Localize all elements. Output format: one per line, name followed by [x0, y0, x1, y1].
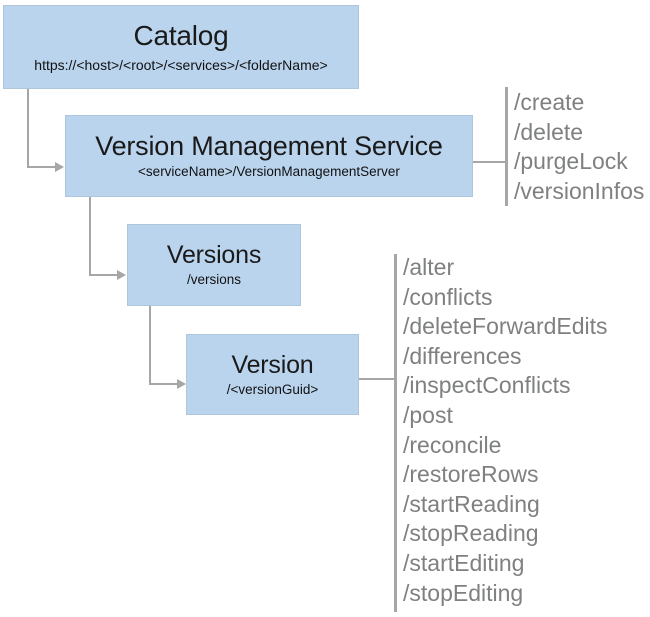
node-catalog-title: Catalog [133, 20, 229, 52]
connector-catalog-to-vms-vertical [27, 89, 29, 167]
connector-versions-to-version-horizontal [149, 383, 179, 385]
arrowhead-vms-to-versions [117, 270, 126, 280]
operation-post[interactable]: /post [403, 401, 453, 428]
operation-stop-reading[interactable]: /stopReading [403, 520, 539, 547]
arrowhead-versions-to-version [177, 379, 186, 389]
operation-restore-rows[interactable]: /restoreRows [403, 461, 539, 488]
bracket-version-operations [394, 254, 397, 612]
operation-start-editing[interactable]: /startEditing [403, 549, 525, 576]
node-version-subtitle: /<versionGuid> [226, 381, 319, 397]
operation-differences[interactable]: /differences [403, 342, 522, 369]
connector-version-to-operations [359, 378, 395, 380]
arrowhead-catalog-to-vms [55, 162, 64, 172]
node-catalog[interactable]: Catalog https://<host>/<root>/<services>… [3, 5, 359, 89]
node-catalog-subtitle: https://<host>/<root>/<services>/<folder… [34, 56, 328, 73]
operation-version-infos[interactable]: /versionInfos [514, 177, 645, 204]
connector-catalog-to-vms-horizontal [27, 166, 57, 168]
operation-alter[interactable]: /alter [403, 254, 455, 280]
operation-conflicts[interactable]: /conflicts [403, 283, 493, 310]
node-vms-title: Version Management Service [95, 131, 443, 162]
node-version[interactable]: Version /<versionGuid> [186, 334, 359, 415]
bracket-vms-operations [505, 87, 508, 206]
connector-vms-to-versions-vertical [89, 197, 91, 275]
version-operations-list: /alter /conflicts /deleteForwardEdits /d… [403, 253, 608, 608]
operation-inspect-conflicts[interactable]: /inspectConflicts [403, 372, 571, 399]
node-vms-subtitle: <serviceName>/VersionManagementServer [138, 164, 400, 180]
node-version-management-service[interactable]: Version Management Service <serviceName>… [65, 115, 473, 197]
operation-delete-forward-edits[interactable]: /deleteForwardEdits [403, 313, 608, 340]
operation-purge-lock[interactable]: /purgeLock [514, 148, 628, 175]
operation-stop-editing[interactable]: /stopEditing [403, 579, 524, 606]
node-versions-subtitle: /versions [186, 272, 242, 288]
connector-versions-to-version-vertical [149, 306, 151, 384]
operation-start-reading[interactable]: /startReading [403, 490, 540, 517]
operation-reconcile[interactable]: /reconcile [403, 431, 502, 458]
node-versions[interactable]: Versions /versions [127, 224, 301, 306]
operation-delete[interactable]: /delete [514, 118, 584, 145]
node-versions-title: Versions [166, 241, 262, 270]
connector-vms-to-operations [473, 161, 506, 163]
node-version-title: Version [231, 350, 314, 379]
vms-operations-list: /create /delete /purgeLock /versionInfos [514, 88, 644, 206]
operation-create[interactable]: /create [514, 89, 585, 115]
connector-vms-to-versions-horizontal [89, 274, 119, 276]
